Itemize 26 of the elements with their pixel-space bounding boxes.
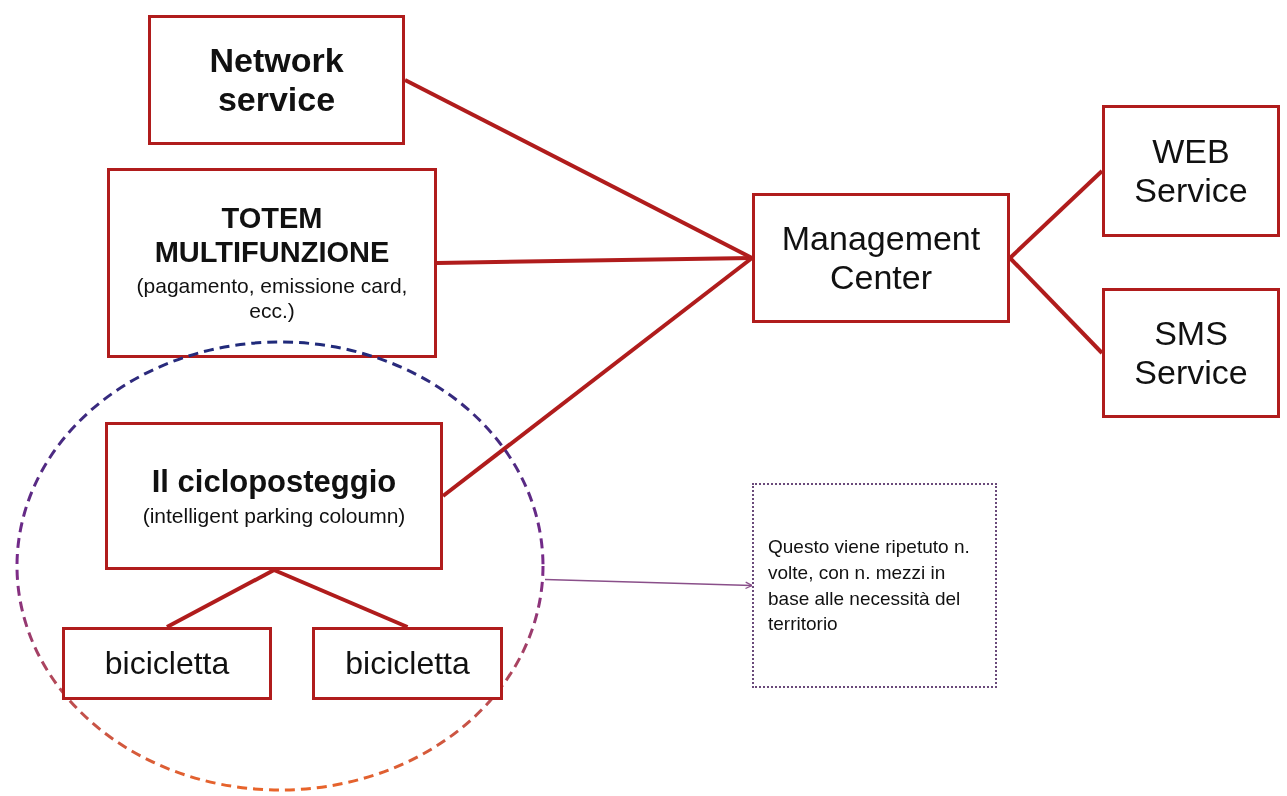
connector-line [1008, 169, 1104, 260]
box-subtitle: (pagamento, emissione card, ecc.) [135, 273, 409, 324]
process-box [62, 627, 272, 700]
arrow [544, 578, 753, 590]
box-title: Management Center [780, 218, 982, 298]
box-title: Network service [208, 40, 345, 120]
process-box [312, 627, 503, 700]
box-title: SMS Service [1133, 313, 1249, 393]
box-title: bicicletta [345, 645, 470, 682]
dashed-ellipse [15, 340, 545, 792]
process-box [752, 193, 1010, 323]
box-title: bicicletta [104, 645, 230, 682]
connector-line [166, 568, 275, 629]
process-box [1102, 288, 1280, 418]
process-box [1102, 105, 1280, 237]
connector-line [1008, 256, 1104, 355]
box-subtitle: (intelligent parking coloumn) [142, 503, 406, 529]
box-title: TOTEM MULTIFUNZIONE [153, 202, 391, 270]
note-text: Questo viene ripetuto n. volte, con n. mezzi in base alle necessità del territorio [768, 535, 971, 637]
box-title: Il cicloposteggio [151, 463, 397, 500]
box-title: WEB Service [1133, 131, 1249, 211]
note-box [752, 483, 997, 688]
process-box [107, 168, 437, 358]
connector-line [273, 568, 409, 629]
process-box [105, 422, 443, 570]
process-box [148, 15, 405, 145]
